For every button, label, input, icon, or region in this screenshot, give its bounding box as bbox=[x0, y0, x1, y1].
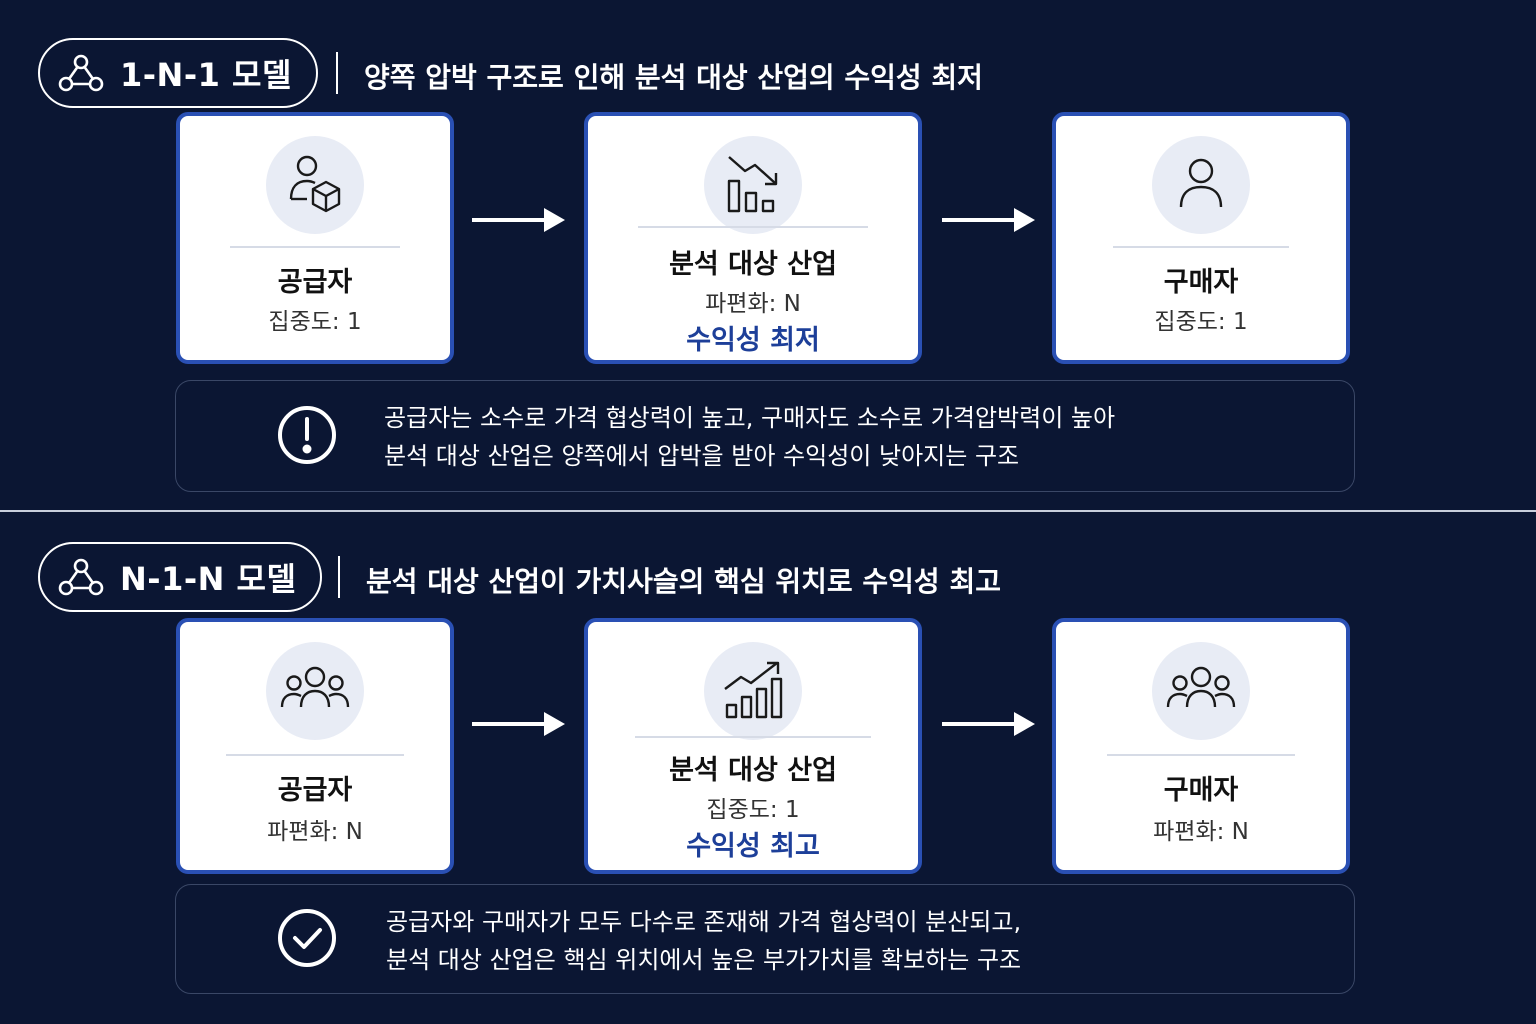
note-line: 분석 대상 산업은 핵심 위치에서 높은 부가가치를 확보하는 구조 bbox=[386, 946, 1022, 974]
note-line: 공급자와 구매자가 모두 다수로 존재해 가격 협상력이 분산되고, bbox=[386, 908, 1022, 936]
buyer-card: 구매자 집중도: 1 bbox=[1052, 112, 1350, 364]
right-arrow-icon bbox=[942, 712, 1035, 736]
title-separator bbox=[338, 556, 340, 598]
card-divider bbox=[226, 754, 404, 756]
network-icon bbox=[58, 558, 104, 596]
exclamation-circle-icon bbox=[278, 406, 336, 464]
network-icon bbox=[58, 54, 104, 92]
card-value: 집중도: 1 bbox=[1154, 309, 1248, 335]
model-title-pill: 1-N-1 모델 bbox=[38, 38, 318, 108]
card-value: 파편화: N bbox=[705, 291, 801, 317]
card-divider bbox=[638, 226, 868, 228]
card-name: 구매자 bbox=[1163, 775, 1239, 806]
note-text: 공급자는 소수로 가격 협상력이 높고, 구매자도 소수로 가격압박력이 높아 … bbox=[384, 399, 1115, 475]
card-value: 파편화: N bbox=[267, 819, 363, 845]
industry-card: 분석 대상 산업 집중도: 1 수익성 최고 bbox=[584, 618, 922, 874]
model-title-pill: N-1-N 모델 bbox=[38, 542, 323, 612]
note-line: 분석 대상 산업은 양쪽에서 압박을 받아 수익성이 낮아지는 구조 bbox=[384, 442, 1020, 470]
card-name: 공급자 bbox=[277, 267, 353, 298]
model-title: 1-N-1 모델 bbox=[120, 56, 292, 94]
check-circle-icon bbox=[278, 909, 336, 967]
card-divider bbox=[230, 246, 400, 248]
supplier-icon-circle bbox=[266, 642, 364, 740]
supplier-card: 공급자 파편화: N bbox=[176, 618, 454, 874]
supplier-box-icon bbox=[289, 155, 341, 213]
group-users-icon bbox=[280, 666, 350, 708]
note-line: 공급자는 소수로 가격 협상력이 높고, 구매자도 소수로 가격압박력이 높아 bbox=[384, 404, 1116, 432]
buyer-icon-circle bbox=[1152, 136, 1250, 234]
card-value: 집중도: 1 bbox=[268, 309, 362, 335]
supplier-card: 공급자 집중도: 1 bbox=[176, 112, 454, 364]
card-divider bbox=[635, 736, 871, 738]
right-arrow-icon bbox=[942, 208, 1035, 232]
card-name: 구매자 bbox=[1163, 267, 1239, 298]
note-text: 공급자와 구매자가 모두 다수로 존재해 가격 협상력이 분산되고, 분석 대상… bbox=[386, 903, 1021, 979]
card-name: 공급자 bbox=[277, 775, 353, 806]
model-title: N-1-N 모델 bbox=[120, 560, 297, 598]
card-divider bbox=[1113, 246, 1289, 248]
right-arrow-icon bbox=[472, 208, 565, 232]
buyer-card: 구매자 파편화: N bbox=[1052, 618, 1350, 874]
profit-label: 수익성 최저 bbox=[686, 325, 820, 356]
model-section-n1n: N-1-N 모델 분석 대상 산업이 가치사슬의 핵심 위치로 수익성 최고 공… bbox=[0, 512, 1536, 1024]
model-section-1n1: 1-N-1 모델 양쪽 압박 구조로 인해 분석 대상 산업의 수익성 최저 공… bbox=[0, 0, 1536, 510]
note-box: 공급자와 구매자가 모두 다수로 존재해 가격 협상력이 분산되고, 분석 대상… bbox=[175, 884, 1355, 994]
industry-icon-circle bbox=[704, 136, 802, 234]
supplier-icon-circle bbox=[266, 136, 364, 234]
card-divider bbox=[1107, 754, 1295, 756]
card-value: 집중도: 1 bbox=[706, 797, 800, 823]
profit-label: 수익성 최고 bbox=[686, 831, 820, 862]
note-box: 공급자는 소수로 가격 협상력이 높고, 구매자도 소수로 가격압박력이 높아 … bbox=[175, 380, 1355, 492]
section-divider bbox=[0, 510, 1536, 512]
single-user-icon bbox=[1179, 158, 1223, 208]
industry-icon-circle bbox=[704, 642, 802, 740]
title-separator bbox=[336, 52, 338, 94]
card-name: 분석 대상 산업 bbox=[669, 249, 837, 280]
model-subtitle: 분석 대상 산업이 가치사슬의 핵심 위치로 수익성 최고 bbox=[366, 565, 1001, 598]
declining-bar-chart-icon bbox=[727, 156, 778, 213]
model-subtitle: 양쪽 압박 구조로 인해 분석 대상 산업의 수익성 최저 bbox=[364, 61, 983, 94]
right-arrow-icon bbox=[472, 712, 565, 736]
buyer-icon-circle bbox=[1152, 642, 1250, 740]
rising-bar-chart-icon bbox=[724, 661, 783, 719]
card-name: 분석 대상 산업 bbox=[669, 755, 837, 786]
card-value: 파편화: N bbox=[1153, 819, 1249, 845]
group-users-icon bbox=[1166, 666, 1236, 708]
industry-card: 분석 대상 산업 파편화: N 수익성 최저 bbox=[584, 112, 922, 364]
